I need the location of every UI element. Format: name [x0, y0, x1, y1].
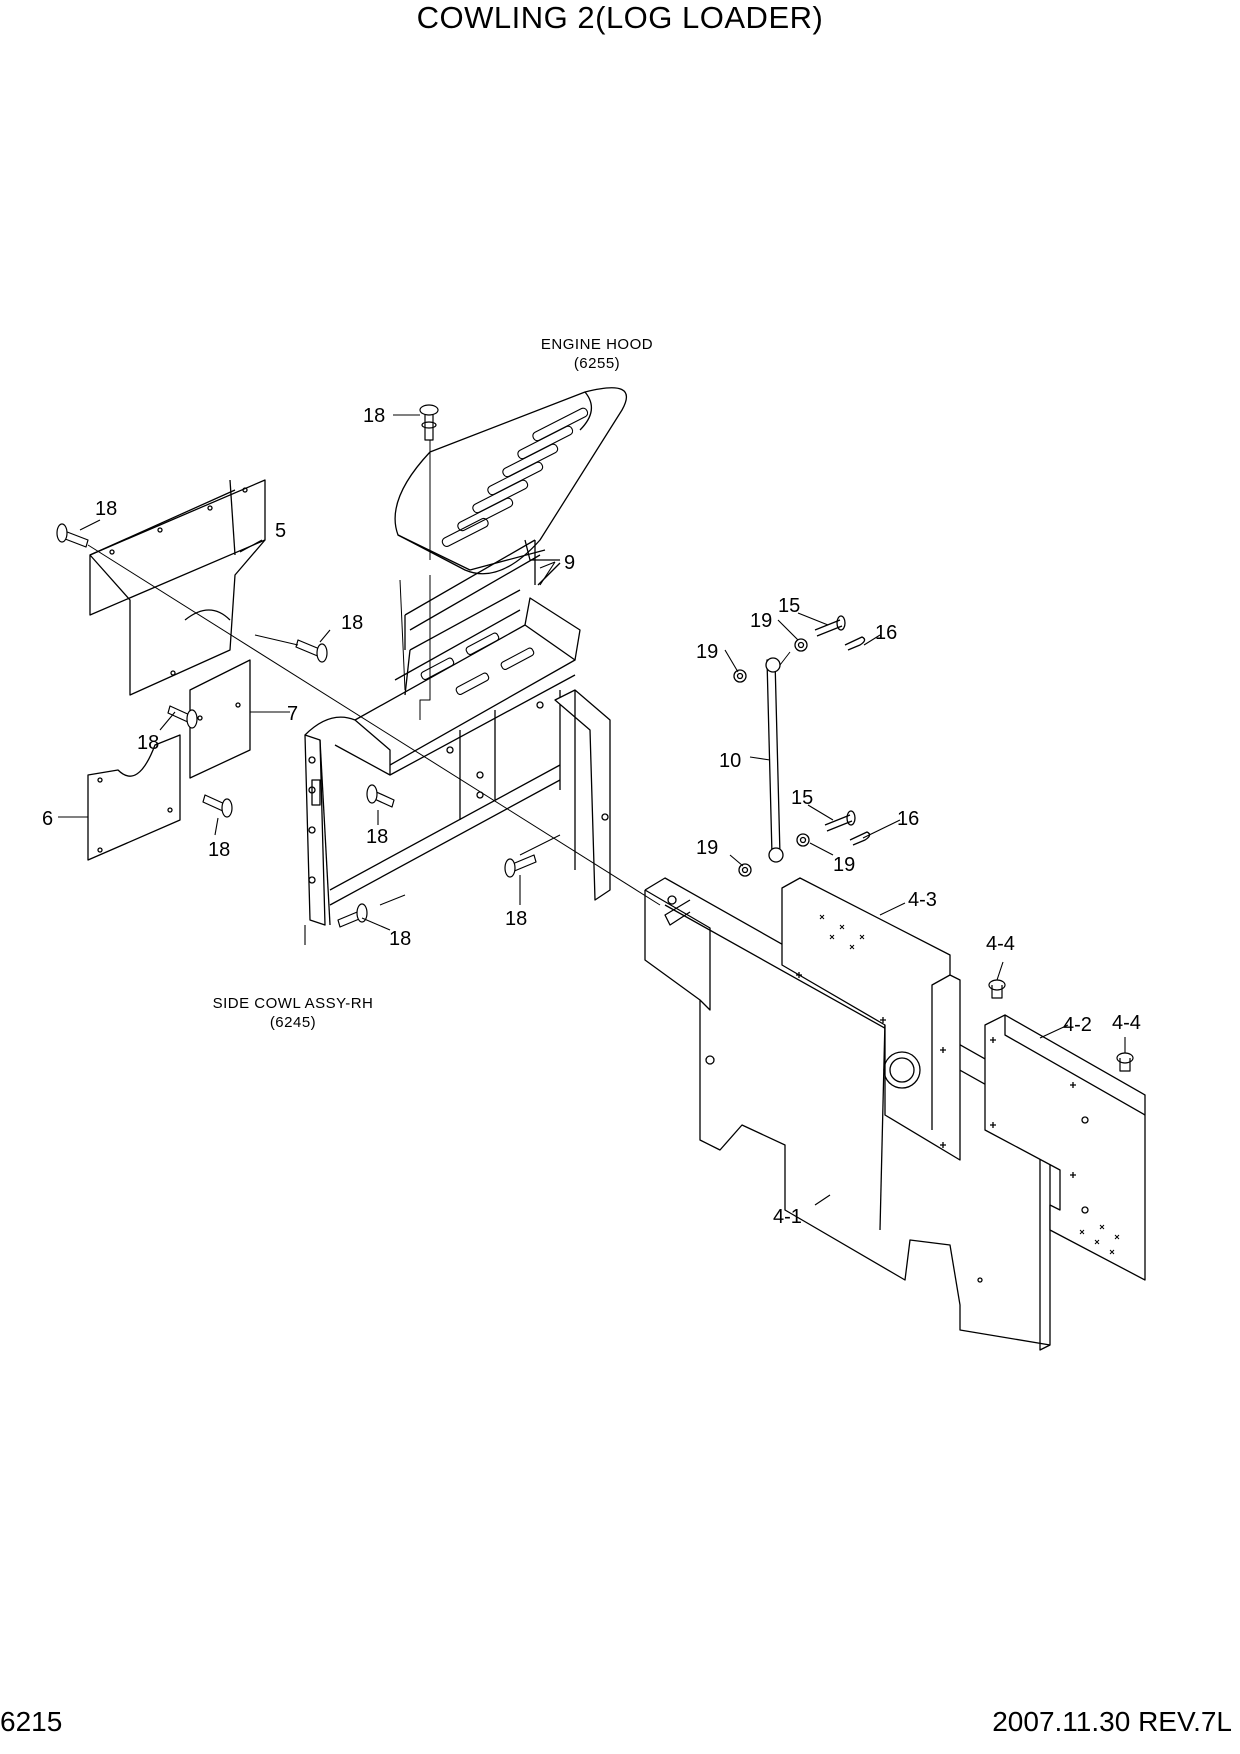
- bolt-left-mid: [167, 705, 198, 729]
- plate-part-7: [189, 659, 251, 779]
- clip-part-9: [404, 539, 561, 650]
- bolt-frame-low: [337, 903, 368, 928]
- callout-10: 10: [719, 750, 741, 772]
- callout-9: 9: [564, 552, 575, 574]
- callout-18: 18: [389, 928, 411, 950]
- bolt-upper-left: [56, 523, 89, 548]
- bolt-frame: [366, 784, 395, 808]
- bolt-4-4-a: [988, 979, 1006, 999]
- page-title: COWLING 2(LOG LOADER): [416, 0, 824, 35]
- side-cowl-ref: (6245): [270, 1014, 316, 1031]
- callout-5: 5: [275, 520, 286, 542]
- bolt-left-low: [202, 794, 233, 818]
- callout-18: 18: [341, 612, 363, 634]
- callout-4-4: 4-4: [1112, 1012, 1141, 1034]
- panel-part-4-2: [984, 1014, 1146, 1281]
- noise-pattern-4-3: [819, 914, 865, 950]
- callout-4-3: 4-3: [908, 889, 937, 911]
- callout-18: 18: [137, 732, 159, 754]
- callout-4-4: 4-4: [986, 933, 1015, 955]
- engine-hood-label: ENGINE HOOD: [541, 336, 653, 353]
- plate-part-6: [87, 734, 181, 861]
- engine-hood: [394, 387, 628, 575]
- side-cowl-label: SIDE COWL ASSY-RH: [213, 995, 374, 1012]
- callout-18: 18: [208, 839, 230, 861]
- callout-6: 6: [42, 808, 53, 830]
- panel-part-4-3: [781, 877, 961, 1161]
- bolt-center-low: [504, 854, 537, 878]
- callout-19: 19: [750, 610, 772, 632]
- frame-side-bracket: [554, 689, 611, 901]
- callout-18: 18: [363, 405, 385, 427]
- engine-hood-ref: (6255): [574, 355, 620, 372]
- bolt-mid: [295, 639, 328, 663]
- callout-labels: 18 18 5 9 18 7 18 6 18 18 18 18 15 19 16…: [42, 336, 1141, 1228]
- rod-part-10: [733, 615, 871, 877]
- panel-part-4-1: [644, 877, 1051, 1351]
- callout-4-2: 4-2: [1063, 1014, 1092, 1036]
- callout-15: 15: [791, 787, 813, 809]
- bolts-part-18: [56, 404, 1134, 1072]
- side-cowl-frame: [304, 589, 581, 926]
- noise-pattern-4-2: [1079, 1224, 1120, 1255]
- callout-16: 16: [875, 622, 897, 644]
- assembly-guide-lines: [87, 440, 791, 906]
- bolt-top: [419, 404, 439, 441]
- bolt-4-4-b: [1116, 1052, 1134, 1072]
- callout-15: 15: [778, 595, 800, 617]
- revision-date: 2007.11.30 REV.7L: [992, 1706, 1232, 1737]
- callout-7: 7: [287, 703, 298, 725]
- callout-16: 16: [897, 808, 919, 830]
- callout-19: 19: [696, 837, 718, 859]
- callout-18: 18: [366, 826, 388, 848]
- callout-19: 19: [696, 641, 718, 663]
- callout-19: 19: [833, 854, 855, 876]
- page-number: 6215: [0, 1706, 63, 1737]
- callout-4-1: 4-1: [773, 1206, 802, 1228]
- leader-lines: [58, 414, 1126, 1206]
- callout-18: 18: [505, 908, 527, 930]
- bracket-part-5: [89, 479, 266, 696]
- callout-18: 18: [95, 498, 117, 520]
